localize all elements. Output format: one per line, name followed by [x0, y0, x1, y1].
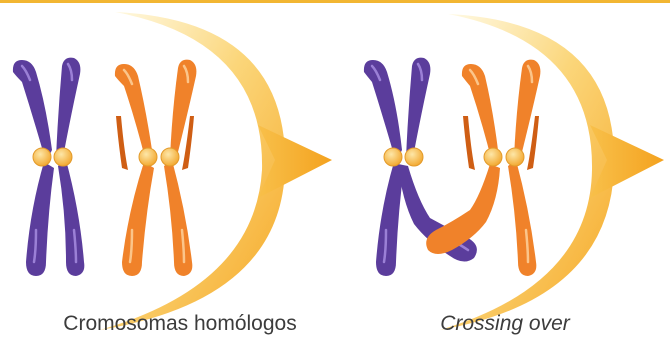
centromere-icon	[484, 148, 502, 166]
panel-right	[364, 14, 664, 330]
curved-arrow-icon	[100, 12, 332, 330]
curved-arrow-icon	[440, 14, 664, 330]
chromosome-orange	[115, 60, 196, 276]
centromere-icon	[506, 148, 524, 166]
centromere-icon	[384, 148, 402, 166]
centromere-icon	[33, 148, 51, 166]
centromere-icon	[161, 148, 179, 166]
chromosome-orange-crossing	[426, 60, 540, 276]
centromere-icon	[54, 148, 72, 166]
centromere-icon	[139, 148, 157, 166]
chromosome-purple	[13, 58, 84, 276]
panel-left	[13, 12, 332, 330]
caption-crossing-over: Crossing over	[340, 304, 670, 344]
centromere-icon	[405, 148, 423, 166]
caption-homologous-chromosomes: Cromosomas homólogos	[0, 304, 360, 344]
